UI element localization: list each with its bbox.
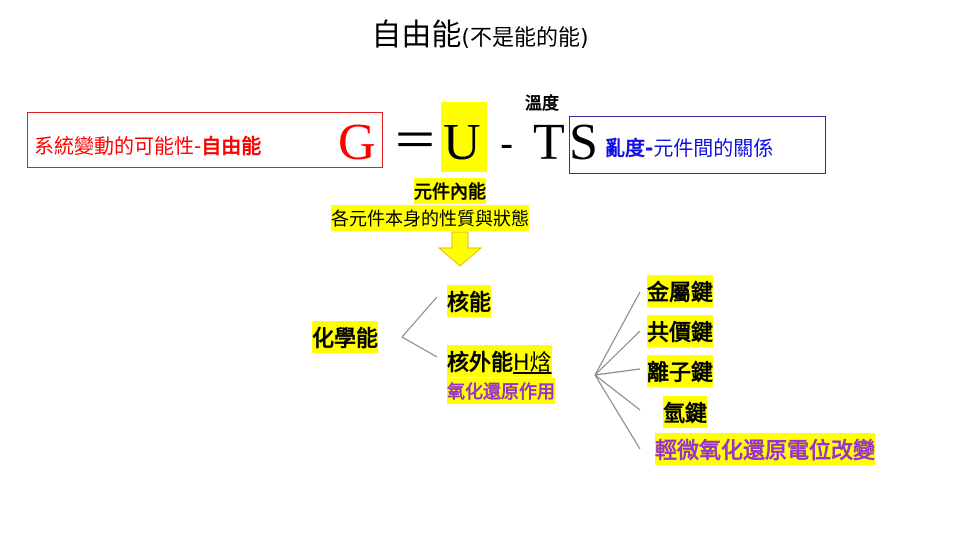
entropy-box xyxy=(569,116,826,174)
outer-energy-label: 核外能 xyxy=(447,351,514,376)
symbol-equals: ＝ xyxy=(392,114,438,168)
entropy-label-bold: 亂度- xyxy=(605,136,654,160)
branch-line-upper xyxy=(401,296,438,338)
enthalpy-label: H焓 xyxy=(513,351,552,376)
branch-line-lower xyxy=(401,336,438,358)
symbol-U: U xyxy=(443,114,481,171)
nuclear-energy-node: 核能 xyxy=(447,285,492,317)
U-highlight xyxy=(441,102,487,172)
free-energy-label-bold: 自由能 xyxy=(201,134,262,158)
title-sub: (不是能的能) xyxy=(461,26,589,51)
free-energy-box xyxy=(27,112,383,168)
internal-energy-label: 元件內能 xyxy=(414,178,486,204)
symbol-T: T xyxy=(533,114,565,171)
free-energy-label: 系統變動的可能性-自由能 xyxy=(34,130,261,159)
temperature-label: 溫度 xyxy=(525,94,559,114)
bond-line-2 xyxy=(594,330,641,376)
symbol-minus: - xyxy=(500,122,514,166)
outer-energy-node: 核外能H焓 xyxy=(447,345,552,377)
down-arrow xyxy=(437,231,483,267)
bond-ionic: 離子鍵 xyxy=(647,355,714,387)
bond-line-3 xyxy=(594,368,641,376)
title-main: 自由能 xyxy=(371,18,462,53)
page-title: 自由能(不是能的能) xyxy=(0,10,960,54)
entropy-label-normal: 元件間的關係 xyxy=(653,136,774,160)
redox-note: 氧化還原作用 xyxy=(447,378,555,404)
symbol-G: G xyxy=(338,114,376,171)
symbol-S: S xyxy=(569,114,598,171)
entropy-label: 亂度-元件間的關係 xyxy=(605,132,773,161)
bond-line-1 xyxy=(594,291,641,376)
bond-hydrogen: 氫鍵 xyxy=(663,396,708,428)
bond-line-5 xyxy=(594,374,641,450)
bond-covalent: 共價鍵 xyxy=(647,315,714,347)
free-energy-label-normal: 系統變動的可能性- xyxy=(34,134,202,158)
bond-redox-potential: 輕微氧化還原電位改變 xyxy=(655,433,876,465)
chemical-energy-node: 化學能 xyxy=(312,321,379,353)
internal-energy-desc: 各元件本身的性質與狀態 xyxy=(331,205,529,231)
bond-line-4 xyxy=(594,374,641,411)
bond-metallic: 金屬鍵 xyxy=(647,275,714,307)
